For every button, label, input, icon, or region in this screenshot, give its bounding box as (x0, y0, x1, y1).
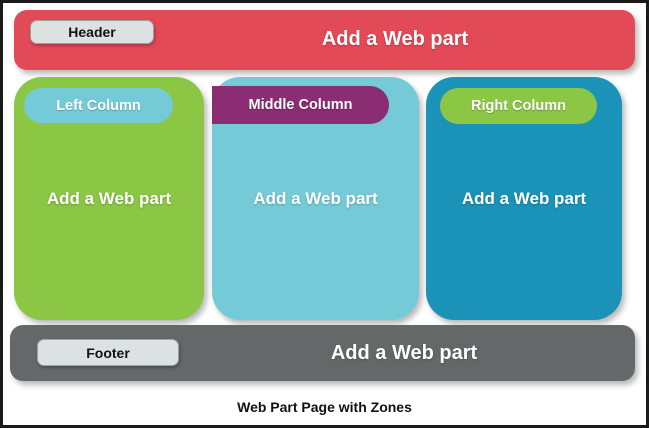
header-add-web-part-link[interactable]: Add a Web part (321, 28, 469, 50)
diagram-caption: Web Part Page with Zones (237, 399, 412, 415)
zone-right-column-label: Right Column (440, 88, 597, 124)
right-column-add-web-part-link[interactable]: Add a Web part (461, 189, 587, 208)
left-column-add-web-part-link[interactable]: Add a Web part (46, 189, 172, 208)
middle-column-add-web-part-link[interactable]: Add a Web part (253, 189, 378, 208)
zone-middle-column-label: Middle Column (212, 86, 389, 124)
footer-add-web-part-link[interactable]: Add a Web part (330, 342, 478, 364)
zone-header-label: Header (30, 20, 154, 44)
zone-left-column-label: Left Column (24, 88, 173, 123)
zone-footer-label: Footer (37, 339, 179, 366)
